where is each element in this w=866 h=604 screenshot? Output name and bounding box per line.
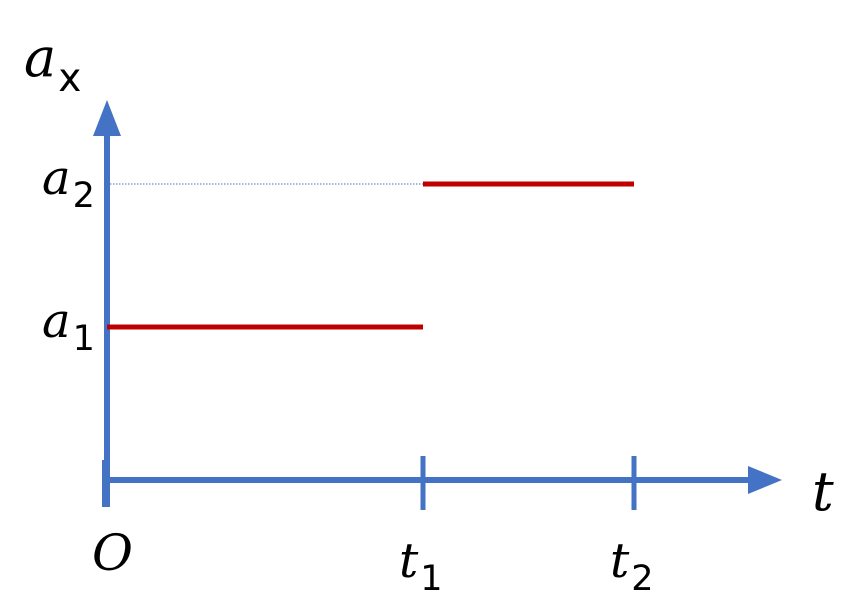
x-axis-label: t bbox=[812, 460, 834, 523]
y-axis-arrow bbox=[93, 100, 121, 136]
y-tick-label-1-sub: 1 bbox=[73, 319, 95, 359]
y-tick-label-2-main: a bbox=[42, 150, 71, 206]
x-axis-arrow bbox=[748, 466, 782, 494]
y-tick-label-1: a1 bbox=[42, 293, 95, 359]
origin-label: O bbox=[92, 524, 133, 582]
x-axis-label-main: t bbox=[812, 460, 834, 523]
y-tick-label-2-sub: 2 bbox=[73, 176, 95, 216]
x-tick-label-2-sub: 2 bbox=[631, 559, 653, 599]
y-axis-label: ax bbox=[24, 26, 81, 101]
x-tick-label-2: t2 bbox=[610, 533, 654, 599]
y-axis-label-main: a bbox=[24, 26, 56, 89]
x-tick-label-1: t1 bbox=[399, 533, 443, 599]
x-tick-label-1-sub: 1 bbox=[420, 559, 442, 599]
y-tick-label-2: a2 bbox=[42, 150, 95, 216]
y-tick-label-1-main: a bbox=[42, 293, 71, 349]
y-axis-label-sub: x bbox=[58, 56, 81, 101]
x-tick-label-1-main: t bbox=[399, 533, 419, 589]
x-tick-label-2-main: t bbox=[610, 533, 630, 589]
